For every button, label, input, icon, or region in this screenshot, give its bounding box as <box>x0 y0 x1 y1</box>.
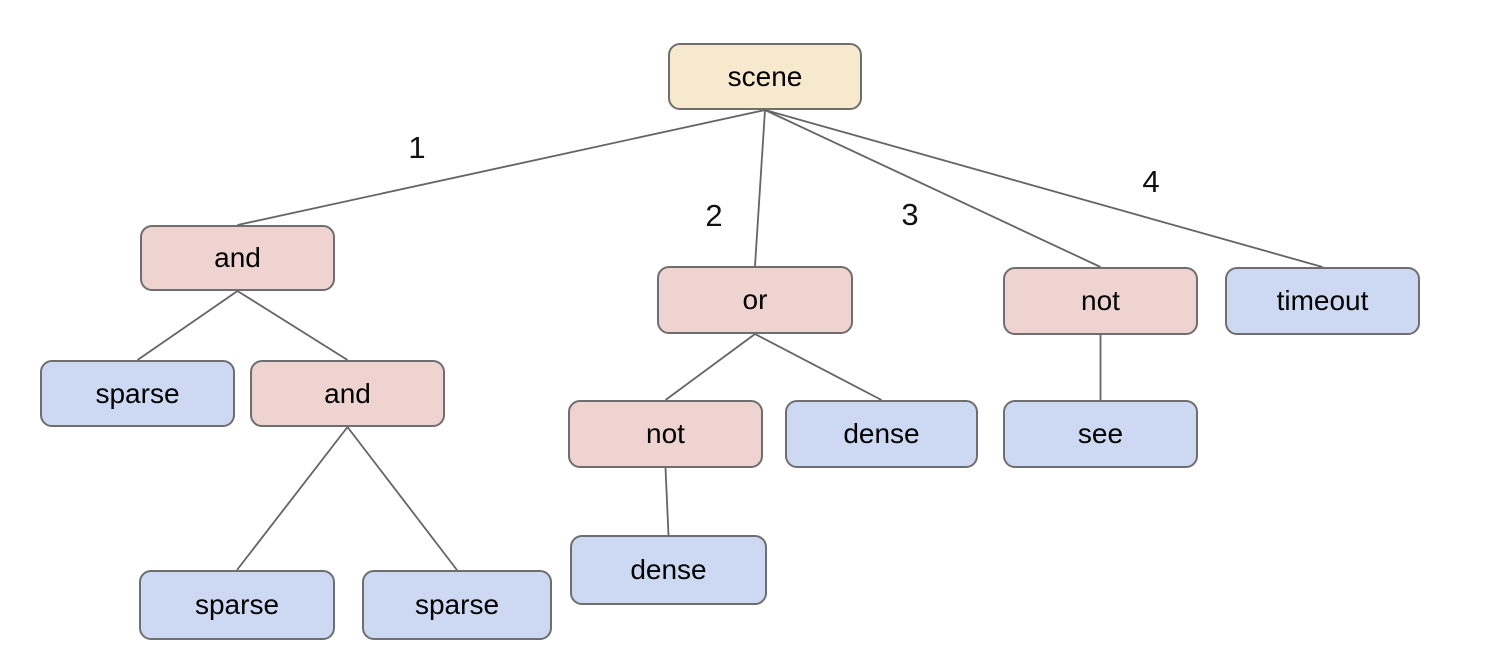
tree-node-sparse2: sparse <box>139 570 335 640</box>
edge-and2-sparse3 <box>346 426 458 571</box>
edge-not2-dense2 <box>664 467 670 536</box>
edge-label-3: 3 <box>901 197 919 232</box>
edge-and1-sparse1 <box>136 290 239 361</box>
tree-node-sparse3: sparse <box>362 570 552 640</box>
edge-or1-dense1 <box>754 333 882 401</box>
edge-or1-not2 <box>664 333 756 401</box>
edge-scene-or1 <box>754 109 766 267</box>
tree-node-not1: not <box>1003 267 1198 335</box>
tree-node-and2: and <box>250 360 445 427</box>
tree-node-dense2: dense <box>570 535 767 605</box>
tree-node-or1: or <box>657 266 853 334</box>
tree-node-see1: see <box>1003 400 1198 468</box>
edge-scene-timeout1 <box>764 109 1323 268</box>
tree-node-not2: not <box>568 400 763 468</box>
tree-node-timeout1: timeout <box>1225 267 1420 335</box>
edge-label-2: 2 <box>705 198 723 233</box>
edge-scene-and1 <box>237 109 766 226</box>
tree-node-and1: and <box>140 225 335 291</box>
tree-node-sparse1: sparse <box>40 360 235 427</box>
edge-and2-sparse2 <box>236 426 349 571</box>
edge-and1-and2 <box>237 290 348 361</box>
tree-node-dense1: dense <box>785 400 978 468</box>
edge-label-1: 1 <box>408 130 426 165</box>
edge-label-4: 4 <box>1142 164 1160 199</box>
tree-node-scene: scene <box>668 43 862 110</box>
edge-scene-not1 <box>764 109 1101 268</box>
